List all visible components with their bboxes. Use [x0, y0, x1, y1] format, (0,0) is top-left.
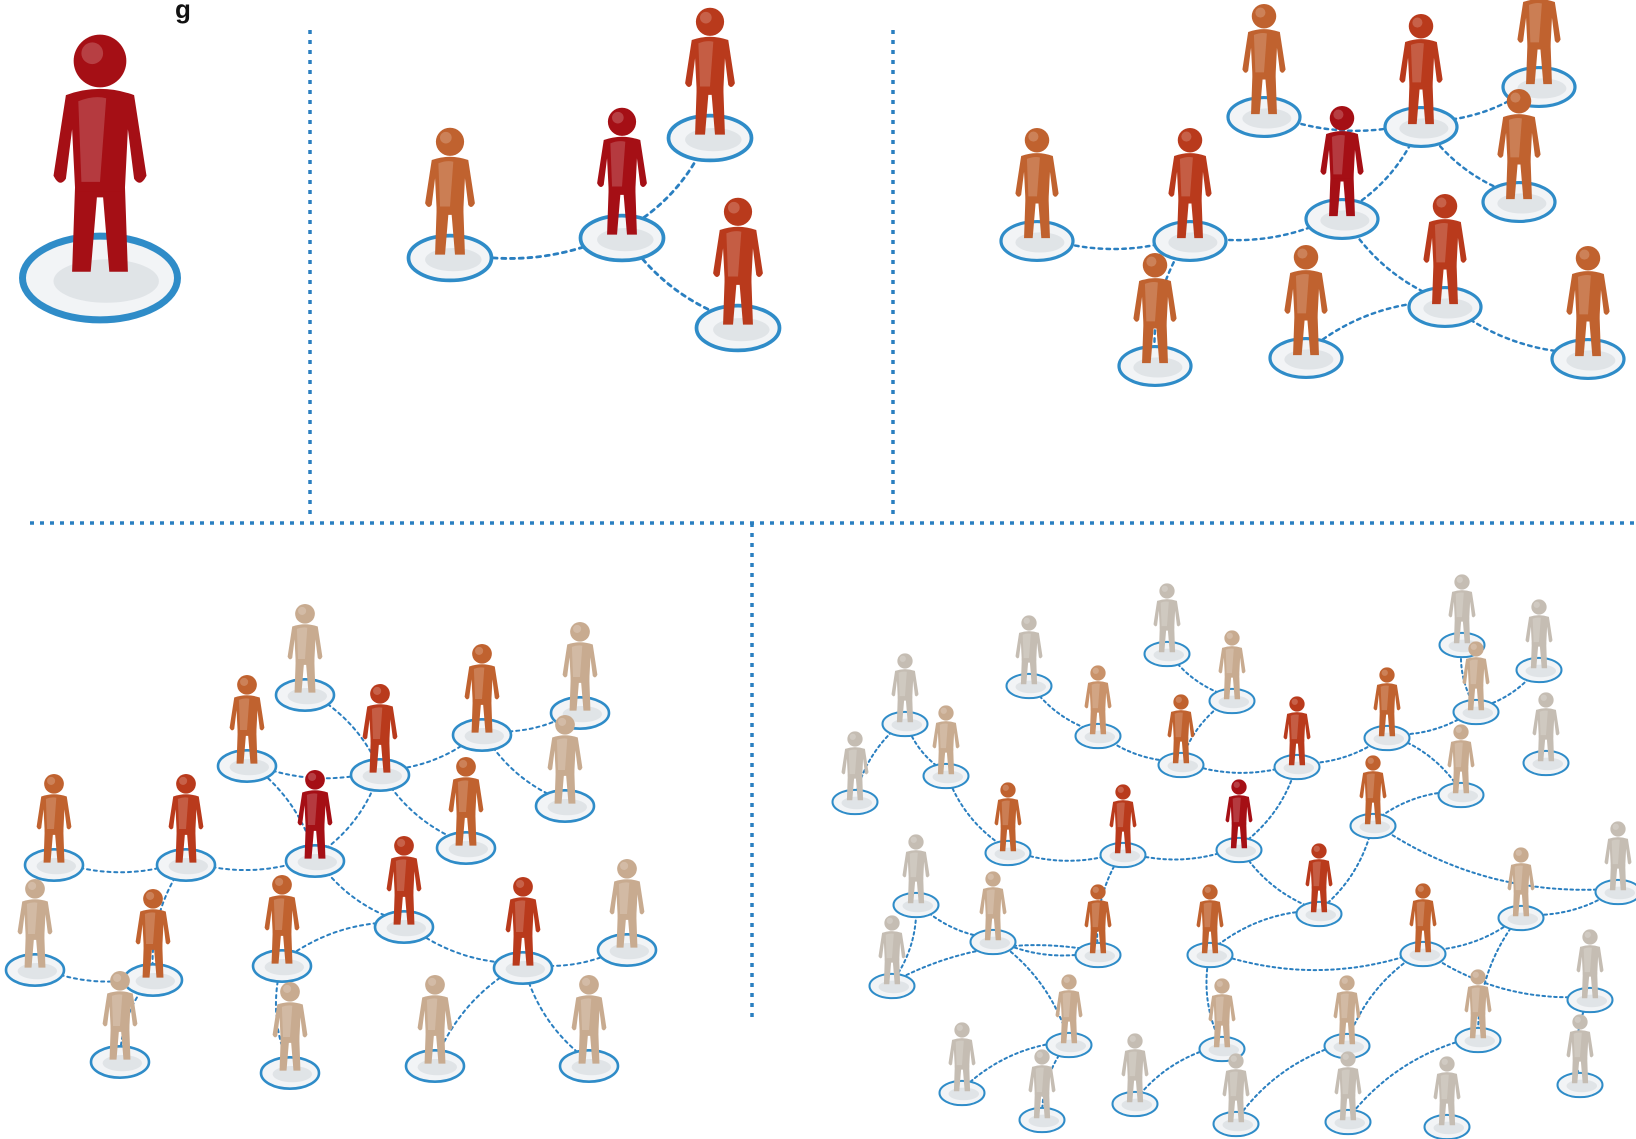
person-icon-p4-12	[124, 889, 182, 996]
person-icon-p5-4	[1517, 599, 1562, 682]
connection-line-p5-25	[1210, 950, 1423, 970]
person-icon-p5-17	[1101, 784, 1146, 867]
person-icon-p5-11	[1524, 692, 1569, 775]
person-icon-p3-2	[1306, 106, 1378, 238]
person-icon-p5-23	[1188, 884, 1233, 967]
person-icon-p3-7	[1409, 194, 1481, 326]
person-icon-p3-8	[1119, 253, 1191, 385]
person-icon-p5-21	[971, 871, 1016, 954]
person-icon-p4-14	[494, 877, 552, 984]
person-icon-p5-37	[1326, 1051, 1371, 1134]
connection-line-p5-28	[1423, 950, 1590, 997]
person-icon-p5-14	[1439, 724, 1484, 807]
person-icon-p5-1	[1007, 615, 1052, 698]
person-icon-p5-7	[1159, 694, 1204, 777]
person-icon-p5-13	[924, 705, 969, 788]
person-icon-p4-2	[286, 770, 344, 877]
person-icon-p3-4	[1385, 14, 1457, 146]
person-icon-p4-5	[276, 604, 334, 711]
person-icon-p5-33	[940, 1022, 985, 1105]
person-icon-p5-15	[1351, 755, 1396, 838]
person-icon-p1-0	[23, 35, 178, 320]
person-icon-p3-10	[1552, 246, 1624, 378]
person-icon-p3-3	[1228, 4, 1300, 136]
person-icon-p2-3	[697, 198, 780, 351]
person-icon-p5-39	[1558, 1014, 1603, 1097]
person-icon-p4-4	[351, 684, 409, 791]
person-icon-p5-31	[1325, 975, 1370, 1058]
person-icon-p4-11	[6, 879, 64, 986]
person-icon-p5-30	[1200, 978, 1245, 1061]
person-icon-p4-0	[25, 774, 83, 881]
person-icon-p4-10	[375, 836, 433, 943]
person-icon-p5-28	[1568, 929, 1613, 1012]
person-icon-p4-3	[218, 675, 276, 782]
person-icon-p3-1	[1154, 128, 1226, 260]
person-icon-p4-6	[453, 644, 511, 751]
person-icon-p2-0	[409, 128, 492, 281]
person-icon-p4-9	[437, 757, 495, 864]
person-icon-p5-22	[1076, 884, 1121, 967]
person-icon-p5-12	[833, 731, 878, 814]
person-icon-p3-9	[1270, 245, 1342, 377]
person-icon-p2-1	[581, 108, 664, 261]
person-icon-p5-2	[1210, 630, 1255, 713]
person-icon-p2-2	[669, 8, 752, 161]
person-icon-p4-8	[536, 715, 594, 822]
person-icon-p5-20	[894, 834, 939, 917]
person-icon-p5-36	[1214, 1053, 1259, 1136]
person-icon-p5-0	[1145, 583, 1190, 666]
person-icon-p4-1	[157, 774, 215, 881]
person-icon-p4-7	[551, 622, 609, 729]
person-icon-p5-16	[986, 782, 1031, 865]
person-icon-p5-34	[1020, 1049, 1065, 1132]
person-icon-p5-25	[1499, 847, 1544, 930]
person-icon-p5-29	[1047, 974, 1092, 1057]
person-icon-p5-8	[1275, 696, 1320, 779]
person-icon-p5-32	[1456, 969, 1501, 1052]
person-icon-p5-5	[883, 653, 928, 736]
person-icon-p5-19	[1297, 843, 1342, 926]
person-icon-p4-19	[560, 975, 618, 1082]
person-icon-p5-38	[1425, 1056, 1470, 1139]
person-icon-p5-6	[1076, 665, 1121, 748]
person-icon-p5-18	[1217, 779, 1262, 862]
person-icon-p5-9	[1365, 667, 1410, 750]
person-icon-p4-17	[261, 982, 319, 1089]
person-icon-p3-0	[1001, 128, 1073, 260]
person-icon-p5-26	[1596, 821, 1636, 904]
connection-line-p5-17	[1373, 822, 1618, 889]
person-icon-p5-24	[1401, 883, 1446, 966]
person-icon-p5-35	[1113, 1033, 1158, 1116]
connection-line-p5-29	[993, 938, 1069, 1041]
person-icon-p4-15	[598, 859, 656, 966]
person-icon-p4-13	[253, 875, 311, 982]
person-icon-p4-18	[406, 975, 464, 1082]
